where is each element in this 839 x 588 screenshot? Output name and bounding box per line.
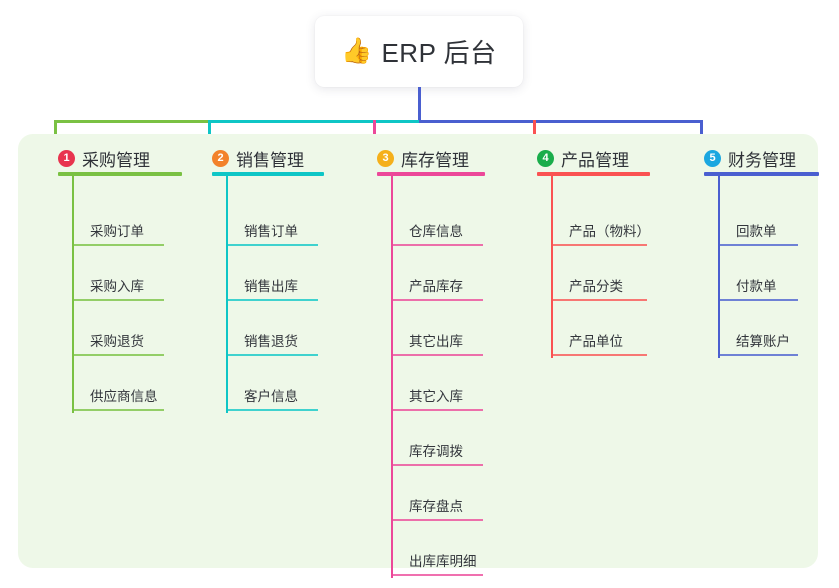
bus-segment-1 bbox=[54, 120, 208, 123]
leaf-label: 销售出库 bbox=[244, 279, 298, 294]
branch-header-1[interactable]: 1 采购管理 bbox=[58, 146, 150, 171]
leaf-underline bbox=[72, 409, 164, 411]
leaf-underline bbox=[391, 354, 483, 356]
leaf-underline bbox=[72, 354, 164, 356]
root-node[interactable]: 👍 ERP 后台 bbox=[315, 16, 523, 87]
leaf-label: 其它出库 bbox=[409, 334, 463, 349]
branch-header-4[interactable]: 4 产品管理 bbox=[537, 146, 629, 171]
branches-panel: 1 采购管理采购订单采购入库采购退货供应商信息 2 销售管理销售订单销售出库销售退货客… bbox=[18, 134, 819, 578]
leaf-label: 库存调拨 bbox=[409, 444, 463, 459]
leaf-item[interactable]: 采购退货 bbox=[72, 318, 164, 356]
leaf-underline bbox=[391, 299, 483, 301]
branch-stem-2 bbox=[226, 174, 228, 413]
leaf-underline bbox=[551, 244, 647, 246]
leaf-label: 采购入库 bbox=[90, 279, 144, 294]
leaf-item[interactable]: 仓库信息 bbox=[391, 208, 483, 246]
thumbs-up-icon: 👍 bbox=[341, 37, 373, 65]
leaf-label: 客户信息 bbox=[244, 389, 298, 404]
branch-underline-5 bbox=[704, 172, 819, 176]
leaf-item[interactable]: 其它入库 bbox=[391, 373, 483, 411]
leaf-item[interactable]: 出库库明细 bbox=[391, 538, 483, 576]
leaf-underline bbox=[391, 464, 483, 466]
leaf-label: 库存盘点 bbox=[409, 499, 463, 514]
branch-stem-3 bbox=[391, 174, 393, 578]
leaf-item[interactable]: 采购订单 bbox=[72, 208, 164, 246]
bus-segment-3 bbox=[419, 120, 702, 123]
leaf-underline bbox=[226, 354, 318, 356]
leaf-item[interactable]: 产品分类 bbox=[551, 263, 647, 301]
leaf-underline bbox=[72, 299, 164, 301]
leaf-underline bbox=[391, 244, 483, 246]
leaf-underline bbox=[551, 299, 647, 301]
leaf-underline bbox=[718, 299, 798, 301]
leaf-label: 结算账户 bbox=[736, 334, 790, 349]
branch-badge-1: 1 bbox=[58, 150, 75, 167]
branch-title-4: 产品管理 bbox=[561, 151, 629, 170]
leaf-label: 付款单 bbox=[736, 279, 777, 294]
leaf-item[interactable]: 库存调拨 bbox=[391, 428, 483, 466]
branch-badge-5: 5 bbox=[704, 150, 721, 167]
leaf-label: 产品单位 bbox=[569, 334, 623, 349]
leaf-underline bbox=[718, 354, 798, 356]
leaf-label: 出库库明细 bbox=[409, 554, 477, 569]
leaf-label: 产品库存 bbox=[409, 279, 463, 294]
leaf-underline bbox=[226, 299, 318, 301]
branch-stem-1 bbox=[72, 174, 74, 413]
branch-header-2[interactable]: 2 销售管理 bbox=[212, 146, 304, 171]
branch-title-1: 采购管理 bbox=[82, 151, 150, 170]
branch-header-5[interactable]: 5 财务管理 bbox=[704, 146, 796, 171]
branch-badge-2: 2 bbox=[212, 150, 229, 167]
leaf-label: 产品（物料） bbox=[569, 224, 650, 239]
branch-header-3[interactable]: 3 库存管理 bbox=[377, 146, 469, 171]
branch-stem-5 bbox=[718, 174, 720, 358]
leaf-item[interactable]: 销售订单 bbox=[226, 208, 318, 246]
leaf-label: 供应商信息 bbox=[90, 389, 158, 404]
branch-title-5: 财务管理 bbox=[728, 151, 796, 170]
branch-badge-3: 3 bbox=[377, 150, 394, 167]
root-title: ERP 后台 bbox=[381, 38, 497, 68]
branch-underline-3 bbox=[377, 172, 485, 176]
leaf-underline bbox=[226, 409, 318, 411]
leaf-item[interactable]: 产品库存 bbox=[391, 263, 483, 301]
branch-underline-4 bbox=[537, 172, 650, 176]
leaf-label: 其它入库 bbox=[409, 389, 463, 404]
leaf-underline bbox=[226, 244, 318, 246]
leaf-label: 采购退货 bbox=[90, 334, 144, 349]
bus-segment-2 bbox=[208, 120, 419, 123]
leaf-label: 销售订单 bbox=[244, 224, 298, 239]
branch-badge-4: 4 bbox=[537, 150, 554, 167]
branch-underline-2 bbox=[212, 172, 324, 176]
leaf-item[interactable]: 产品（物料） bbox=[551, 208, 650, 246]
leaf-item[interactable]: 结算账户 bbox=[718, 318, 798, 356]
leaf-underline bbox=[391, 409, 483, 411]
leaf-item[interactable]: 回款单 bbox=[718, 208, 798, 246]
leaf-item[interactable]: 库存盘点 bbox=[391, 483, 483, 521]
leaf-underline bbox=[72, 244, 164, 246]
root-trunk-line bbox=[418, 87, 421, 123]
leaf-item[interactable]: 销售退货 bbox=[226, 318, 318, 356]
leaf-label: 仓库信息 bbox=[409, 224, 463, 239]
branch-title-2: 销售管理 bbox=[236, 151, 304, 170]
branch-title-3: 库存管理 bbox=[401, 151, 469, 170]
leaf-item[interactable]: 付款单 bbox=[718, 263, 798, 301]
leaf-item[interactable]: 其它出库 bbox=[391, 318, 483, 356]
branch-underline-1 bbox=[58, 172, 182, 176]
leaf-label: 回款单 bbox=[736, 224, 777, 239]
leaf-item[interactable]: 销售出库 bbox=[226, 263, 318, 301]
branch-stem-4 bbox=[551, 174, 553, 358]
leaf-item[interactable]: 供应商信息 bbox=[72, 373, 164, 411]
leaf-label: 销售退货 bbox=[244, 334, 298, 349]
leaf-underline bbox=[718, 244, 798, 246]
leaf-underline bbox=[551, 354, 647, 356]
leaf-label: 采购订单 bbox=[90, 224, 144, 239]
leaf-label: 产品分类 bbox=[569, 279, 623, 294]
leaf-item[interactable]: 产品单位 bbox=[551, 318, 647, 356]
leaf-item[interactable]: 采购入库 bbox=[72, 263, 164, 301]
leaf-underline bbox=[391, 574, 483, 576]
leaf-item[interactable]: 客户信息 bbox=[226, 373, 318, 411]
leaf-underline bbox=[391, 519, 483, 521]
